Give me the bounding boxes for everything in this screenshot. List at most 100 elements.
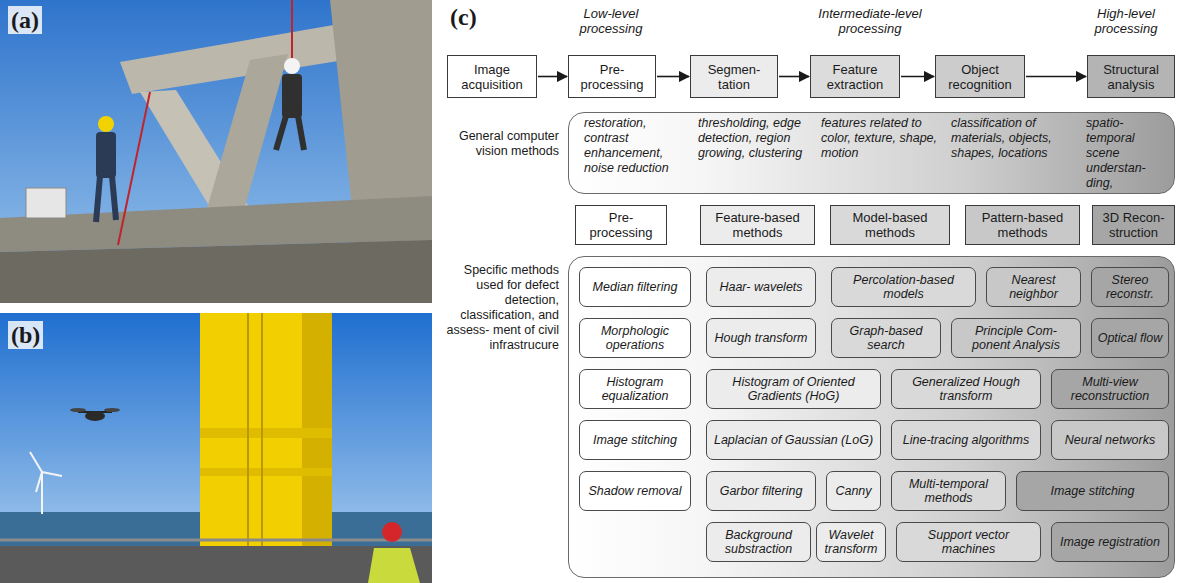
- box-text: Neural networks: [1052, 433, 1168, 447]
- sensor-box: [26, 188, 66, 218]
- box-text: Feature extraction: [811, 62, 899, 92]
- method-box: Laplacian of Gaussian (LoG): [706, 420, 881, 460]
- box-text: Haar- wavelets: [707, 280, 815, 294]
- method-box: Multi-view reconstruction: [1051, 369, 1169, 409]
- worker-leg: [96, 176, 100, 222]
- method-box: Principle Com- ponent Analysis: [951, 318, 1081, 358]
- method-box: Percolation-based models: [831, 267, 976, 307]
- sky: [0, 313, 432, 583]
- category-box: Model-based methods: [830, 205, 950, 245]
- photo-illustrations: [0, 0, 432, 583]
- box-text: Pre- processing: [576, 210, 666, 240]
- method-box: Histogram equalization: [579, 369, 691, 409]
- box-text: Graph-based search: [832, 324, 940, 352]
- helmet: [98, 116, 114, 132]
- method-band: Specific methods used for defect detecti…: [568, 256, 1175, 578]
- level-heading: Low-level processing: [561, 6, 661, 36]
- process-box: Segmen- tation: [690, 55, 778, 98]
- worker-leg: [276, 116, 286, 150]
- box-text: Feature-based methods: [701, 210, 814, 240]
- monopile-tower: [200, 313, 332, 583]
- method-list-text: classification of materials, objects, sh…: [951, 116, 1066, 161]
- box-text: Support vector machines: [897, 528, 1040, 556]
- box-text: Multi-view reconstruction: [1052, 375, 1168, 403]
- method-box: Neural networks: [1051, 420, 1169, 460]
- box-text: Multi-temporal methods: [892, 477, 1005, 505]
- method-box: Support vector machines: [896, 522, 1041, 562]
- worker-leg: [298, 116, 304, 150]
- box-text: Line-tracing algorithms: [892, 433, 1040, 447]
- category-box: Pattern-based methods: [965, 205, 1080, 245]
- box-text: Generalized Hough transform: [892, 375, 1040, 403]
- method-box: Shadow removal: [579, 471, 691, 511]
- tower-flange: [200, 468, 332, 476]
- box-text: 3D Recon- struction: [1093, 210, 1174, 240]
- box-text: Nearest neighbor: [987, 273, 1080, 301]
- box-text: Model-based methods: [831, 210, 949, 240]
- category-box: Feature-based methods: [700, 205, 815, 245]
- worker: [96, 132, 116, 178]
- method-box: Histogram of Oriented Gradients (HoG): [706, 369, 881, 409]
- box-text: Object recognition: [936, 62, 1024, 92]
- photo-a-bridge-inspection: [0, 0, 432, 303]
- concrete-strut: [206, 54, 288, 212]
- sky: [0, 0, 432, 303]
- tower-flange: [200, 428, 332, 438]
- method-box: Line-tracing algorithms: [891, 420, 1041, 460]
- panel-label: (b): [8, 321, 43, 349]
- box-text: Garbor filtering: [707, 484, 815, 498]
- box-text: Pattern-based methods: [966, 210, 1079, 240]
- box-text: Median filtering: [580, 280, 690, 294]
- box-text: Laplacian of Gaussian (LoG): [707, 433, 880, 447]
- turbine-blade: [42, 472, 62, 476]
- method-box: Wavelet transform: [816, 522, 886, 562]
- method-box: Garbor filtering: [706, 471, 816, 511]
- panel-label: (c): [447, 3, 480, 31]
- rope: [118, 92, 150, 245]
- box-text: Shadow removal: [580, 484, 690, 498]
- turbine-blade: [36, 472, 42, 492]
- process-box: Object recognition: [935, 55, 1025, 98]
- box-text: Image acquisition: [448, 62, 536, 92]
- flow-arrow: [538, 76, 567, 78]
- row-heading: General computer vision methods: [441, 129, 559, 159]
- box-text: Histogram equalization: [580, 375, 690, 403]
- turbine-blade: [30, 452, 42, 472]
- method-box: Background substraction: [706, 522, 811, 562]
- method-box: Optical flow: [1091, 318, 1169, 358]
- method-list-text: thresholding, edge detection, region gro…: [698, 116, 810, 161]
- box-text: Percolation-based models: [832, 273, 975, 301]
- method-list-text: features related to color, texture, shap…: [821, 116, 939, 161]
- level-heading: Intermediate-level processing: [810, 6, 930, 36]
- helmet: [284, 58, 300, 74]
- process-box: Structural analysis: [1087, 55, 1175, 98]
- method-box: Nearest neighbor: [986, 267, 1081, 307]
- method-box: Generalized Hough transform: [891, 369, 1041, 409]
- row-heading: Specific methods used for defect detecti…: [441, 263, 559, 353]
- category-box: Pre- processing: [575, 205, 667, 245]
- worker: [282, 74, 302, 118]
- process-box: Pre- processing: [568, 55, 656, 98]
- level-heading: High-level processing: [1080, 6, 1172, 36]
- box-text: Optical flow: [1092, 331, 1168, 345]
- box-text: Segmen- tation: [691, 62, 777, 92]
- photo-b-drone-inspection: [0, 313, 432, 583]
- drone: [85, 411, 105, 421]
- method-box: Hough transform: [706, 318, 816, 358]
- drone-rotor: [104, 408, 120, 412]
- railing: [0, 539, 432, 542]
- box-text: Pre- processing: [569, 62, 655, 92]
- box-text: Image registration: [1052, 535, 1168, 549]
- method-box: Graph-based search: [831, 318, 941, 358]
- ladder: [261, 313, 263, 583]
- wind-turbine: [41, 472, 43, 514]
- method-list-text: spatio- temporal scene understan- ding,: [1086, 116, 1171, 191]
- deck: [0, 546, 432, 583]
- flow-arrow: [1026, 76, 1086, 78]
- box-text: Principle Com- ponent Analysis: [952, 324, 1080, 352]
- flow-arrow: [901, 76, 934, 78]
- platform-underside: [0, 240, 432, 303]
- method-list-text: restoration, contrast enhancement, noise…: [584, 116, 694, 176]
- box-text: Image stitching: [580, 433, 690, 447]
